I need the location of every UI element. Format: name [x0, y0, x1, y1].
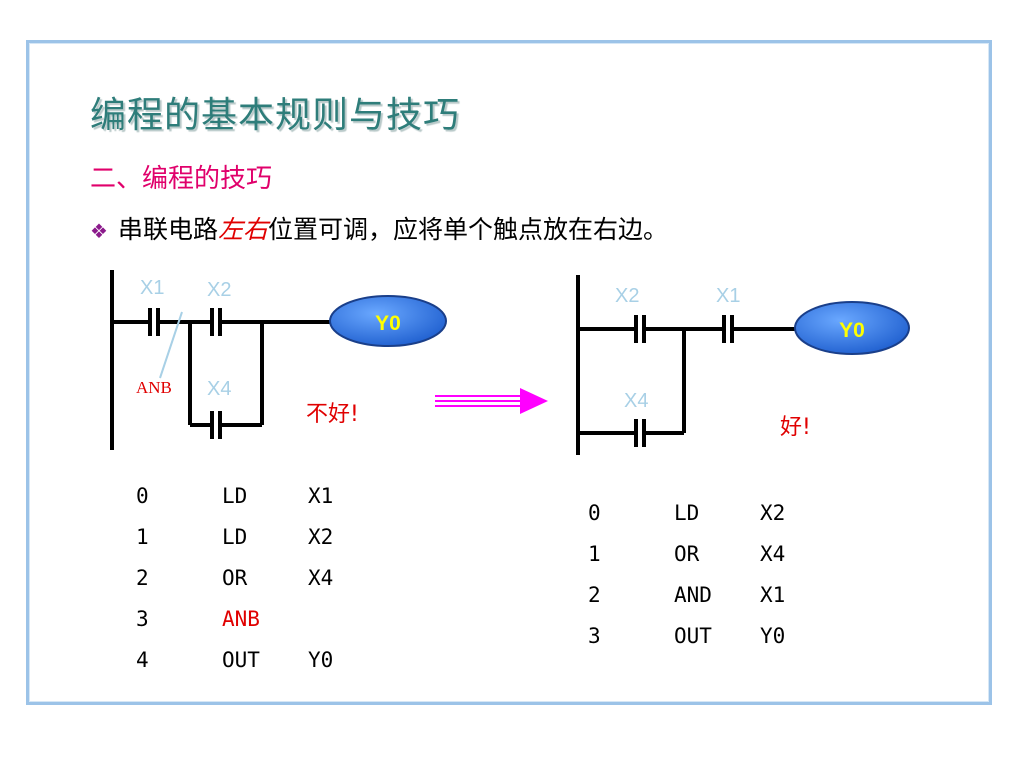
step-number: 1 [136, 525, 149, 549]
right-contact-x1-label: X1 [716, 285, 740, 307]
bullet-emphasis: 左右 [217, 215, 268, 244]
step-number: 4 [136, 648, 149, 672]
left-contact-x4-label: X4 [207, 378, 231, 400]
step-number: 2 [588, 583, 601, 607]
step-number: 1 [588, 542, 601, 566]
left-contact-x2-label: X2 [207, 279, 231, 301]
left-contact-x1-label: X1 [140, 277, 164, 299]
transform-arrow [435, 388, 548, 414]
diamond-bullet-icon: ❖ [90, 219, 108, 243]
opcode: OUT [222, 648, 260, 672]
left-instruction-list: 0 LD X1 1 LD X2 2 OR X4 3 ANB 4 OUT Y0 [136, 484, 376, 684]
bullet-text-part1: 串联电路 [117, 215, 218, 244]
section-subtitle: 二、编程的技巧 [90, 164, 273, 194]
operand: X2 [308, 525, 334, 549]
right-verdict: 好! [780, 415, 811, 440]
step-number: 0 [136, 484, 149, 508]
operand: X1 [308, 484, 334, 508]
opcode: LD [674, 501, 700, 525]
right-instruction-list: 0 LD X2 1 OR X4 2 AND X1 3 OUT Y0 [588, 501, 828, 661]
anb-pointer-line [159, 311, 183, 379]
left-coil-label: Y0 [375, 312, 401, 335]
anb-annotation: ANB [136, 378, 172, 397]
bullet-text-part2: 位置可调，应将单个触点放在右边。 [267, 215, 668, 244]
operand: X4 [760, 542, 786, 566]
opcode: LD [222, 525, 248, 549]
step-number: 3 [136, 607, 149, 631]
operand: Y0 [308, 648, 334, 672]
opcode: LD [222, 484, 248, 508]
opcode: AND [674, 583, 712, 607]
operand: Y0 [760, 624, 786, 648]
opcode-highlighted: ANB [222, 607, 260, 631]
opcode: OR [222, 566, 248, 590]
bullet-point: ❖ 串联电路左右位置可调，应将单个触点放在右边。 [90, 210, 668, 246]
right-coil-label: Y0 [839, 319, 865, 342]
right-contact-x4-label: X4 [624, 390, 648, 412]
left-verdict: 不好! [306, 402, 359, 427]
left-coil-y0 [329, 295, 447, 347]
slide-frame [26, 40, 992, 705]
opcode: OR [674, 542, 700, 566]
operand: X2 [760, 501, 786, 525]
right-contact-x2-label: X2 [615, 285, 639, 307]
opcode: OUT [674, 624, 712, 648]
step-number: 3 [588, 624, 601, 648]
step-number: 2 [136, 566, 149, 590]
step-number: 0 [588, 501, 601, 525]
page-title: 编程的基本规则与技巧 [90, 95, 461, 136]
right-ladder-diagram [576, 275, 800, 455]
right-coil-y0 [794, 301, 910, 355]
operand: X4 [308, 566, 334, 590]
left-ladder-diagram [110, 270, 330, 450]
operand: X1 [760, 583, 786, 607]
